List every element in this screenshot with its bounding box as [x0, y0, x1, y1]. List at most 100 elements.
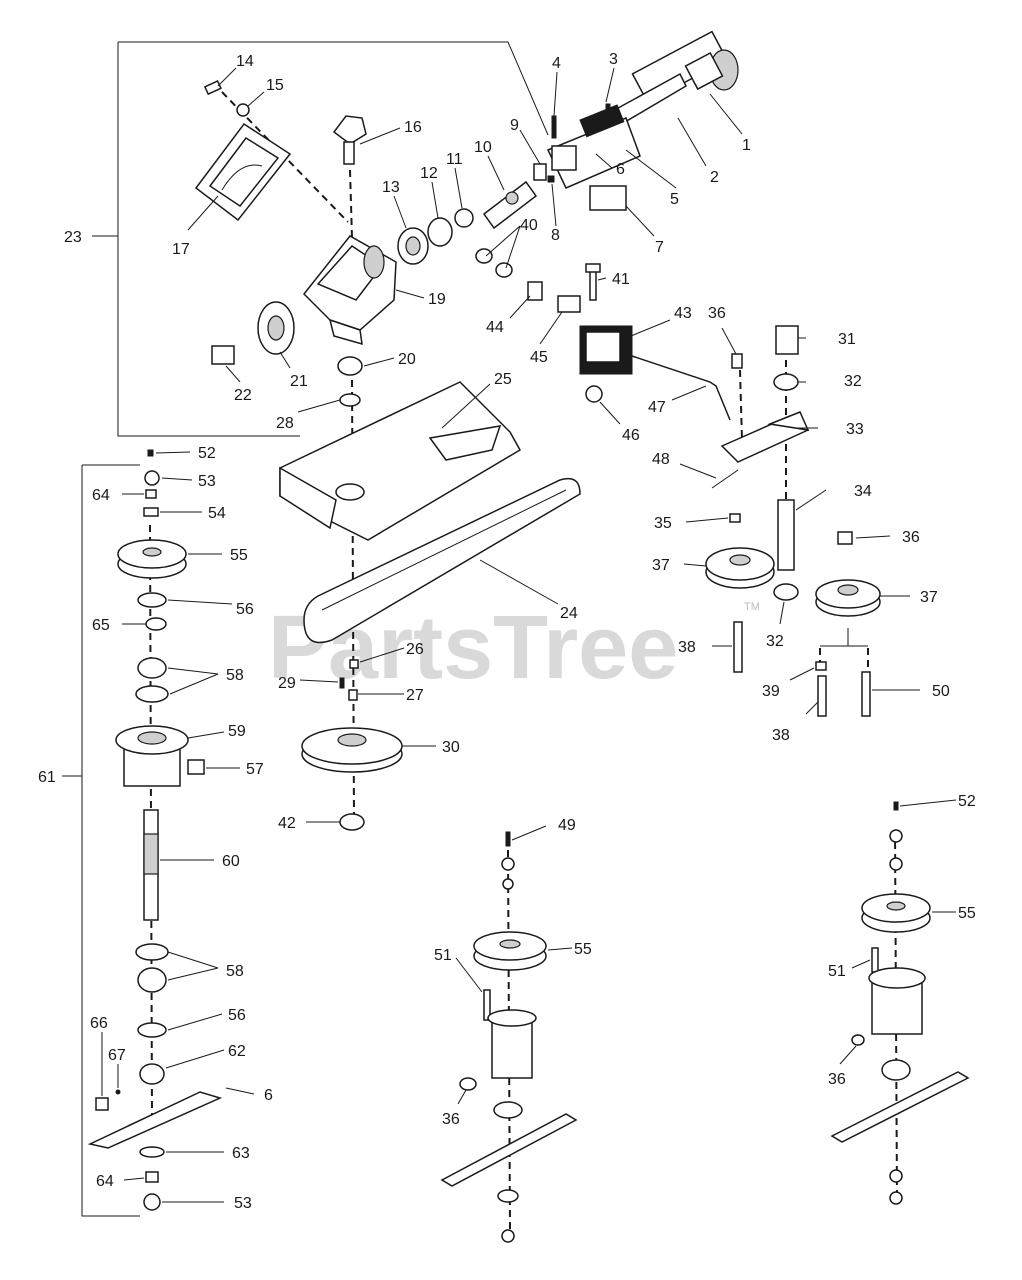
pin-52a-part: [147, 449, 154, 457]
idler-bracket-part: [579, 325, 633, 375]
callout-24: 24: [560, 605, 578, 622]
callout-36c: 36: [442, 1111, 460, 1128]
nut-22-part: [211, 345, 235, 365]
nut-12-part: [427, 217, 453, 247]
screw-3-part: [605, 103, 611, 121]
callout-25: 25: [494, 371, 512, 388]
seal-56a-part: [137, 592, 167, 608]
spindle-pulley-55b-part: [473, 931, 547, 971]
spring-48-part: [711, 469, 739, 489]
bushing-32b-part: [773, 583, 799, 601]
key-block-part: [589, 185, 627, 211]
callout-5: 5: [670, 191, 679, 208]
race-58a-part: [135, 685, 169, 703]
callout-37b: 37: [920, 589, 938, 606]
callout-50: 50: [932, 683, 950, 700]
callout-31: 31: [838, 331, 856, 348]
callout-20: 20: [398, 351, 416, 368]
spindle-group-frame: [62, 464, 140, 1217]
callout-10: 10: [474, 139, 492, 156]
fitting-45-part: [557, 295, 581, 313]
callout-2: 2: [710, 169, 719, 186]
callout-34: 34: [854, 483, 872, 500]
nut-65-part: [145, 617, 167, 631]
callout-36a: 36: [708, 305, 726, 322]
callout-59: 59: [228, 723, 246, 740]
callout-21: 21: [290, 373, 308, 390]
callout-33: 33: [846, 421, 864, 438]
callout-43: 43: [674, 305, 692, 322]
callout-61: 61: [38, 769, 56, 786]
pin-49-part: [505, 831, 511, 847]
spindle-housing-right-part: [868, 967, 926, 1035]
callout-65: 65: [92, 617, 110, 634]
bolt-38b-part: [817, 675, 827, 717]
callout-67: 67: [108, 1047, 126, 1064]
bolt-50-part: [861, 671, 871, 717]
callout-46: 46: [622, 427, 640, 444]
pin-part: [533, 163, 547, 181]
callout-52b: 52: [958, 793, 976, 810]
callout-66: 66: [90, 1015, 108, 1032]
blade-center-part: [440, 1113, 578, 1187]
callout-17: 17: [172, 241, 190, 258]
bearing-58a-part: [137, 657, 167, 679]
callout-labels: 1 2 3 4 5 6 7 8 9 10 11 12 13 14 15 16 1…: [38, 51, 976, 1212]
callout-56a: 56: [236, 601, 254, 618]
callout-29: 29: [278, 675, 296, 692]
callout-13: 13: [382, 179, 400, 196]
idler-pulley-37b-part: [815, 579, 881, 617]
callout-32a: 32: [844, 373, 862, 390]
nut-36a-part: [731, 353, 743, 369]
bolt-51b-part: [871, 947, 879, 973]
washer-64b-part: [145, 1171, 159, 1183]
washer-54-part: [143, 507, 159, 517]
callout-19: 19: [428, 291, 446, 308]
callout-3: 3: [609, 51, 618, 68]
gearbox-housing-part: [302, 235, 397, 346]
callout-39: 39: [762, 683, 780, 700]
callout-16: 16: [404, 119, 422, 136]
hub-62-part: [139, 1063, 165, 1085]
washer-11-part: [454, 208, 474, 228]
bolt-41-part: [589, 269, 597, 301]
callout-15: 15: [266, 77, 284, 94]
nut-53b-part: [143, 1193, 161, 1211]
pin-52b-part: [893, 801, 899, 811]
bushing-32a-part: [773, 373, 799, 391]
callout-48: 48: [652, 451, 670, 468]
tension-rod-part: [631, 355, 731, 421]
callout-37a: 37: [652, 557, 670, 574]
spindle-shaft-part: [143, 809, 159, 921]
callout-36b: 36: [902, 529, 920, 546]
washer-39-part: [815, 661, 827, 671]
washer-35-part: [729, 513, 741, 523]
key-29-part: [339, 677, 345, 689]
leader-lines: [101, 67, 957, 1203]
nut-36d-part: [851, 1034, 865, 1046]
drive-belt-part: [303, 477, 581, 644]
callout-23: 23: [64, 229, 82, 246]
nut-46-part: [585, 385, 603, 403]
callout-6: 6: [616, 161, 625, 178]
washer-40a-part: [475, 248, 493, 264]
gearbox-group-frame: [92, 41, 549, 437]
deck-bracket-part: [279, 381, 522, 541]
race-58b-part: [135, 943, 169, 961]
callout-26: 26: [406, 641, 424, 658]
callout-62: 62: [228, 1043, 246, 1060]
bearing-20-part: [337, 356, 363, 376]
blade-right-part: [830, 1071, 970, 1143]
callout-55c: 55: [958, 905, 976, 922]
large-pulley-part: [301, 727, 403, 773]
callout-7: 7: [655, 239, 664, 256]
watermark-trademark: TM: [744, 601, 760, 613]
callout-54: 54: [208, 505, 226, 522]
callout-41: 41: [612, 271, 630, 288]
callout-4: 4: [552, 55, 561, 72]
callout-58b: 58: [226, 963, 244, 980]
spacer-27-part: [348, 689, 358, 701]
nut-36c-part: [459, 1077, 477, 1091]
